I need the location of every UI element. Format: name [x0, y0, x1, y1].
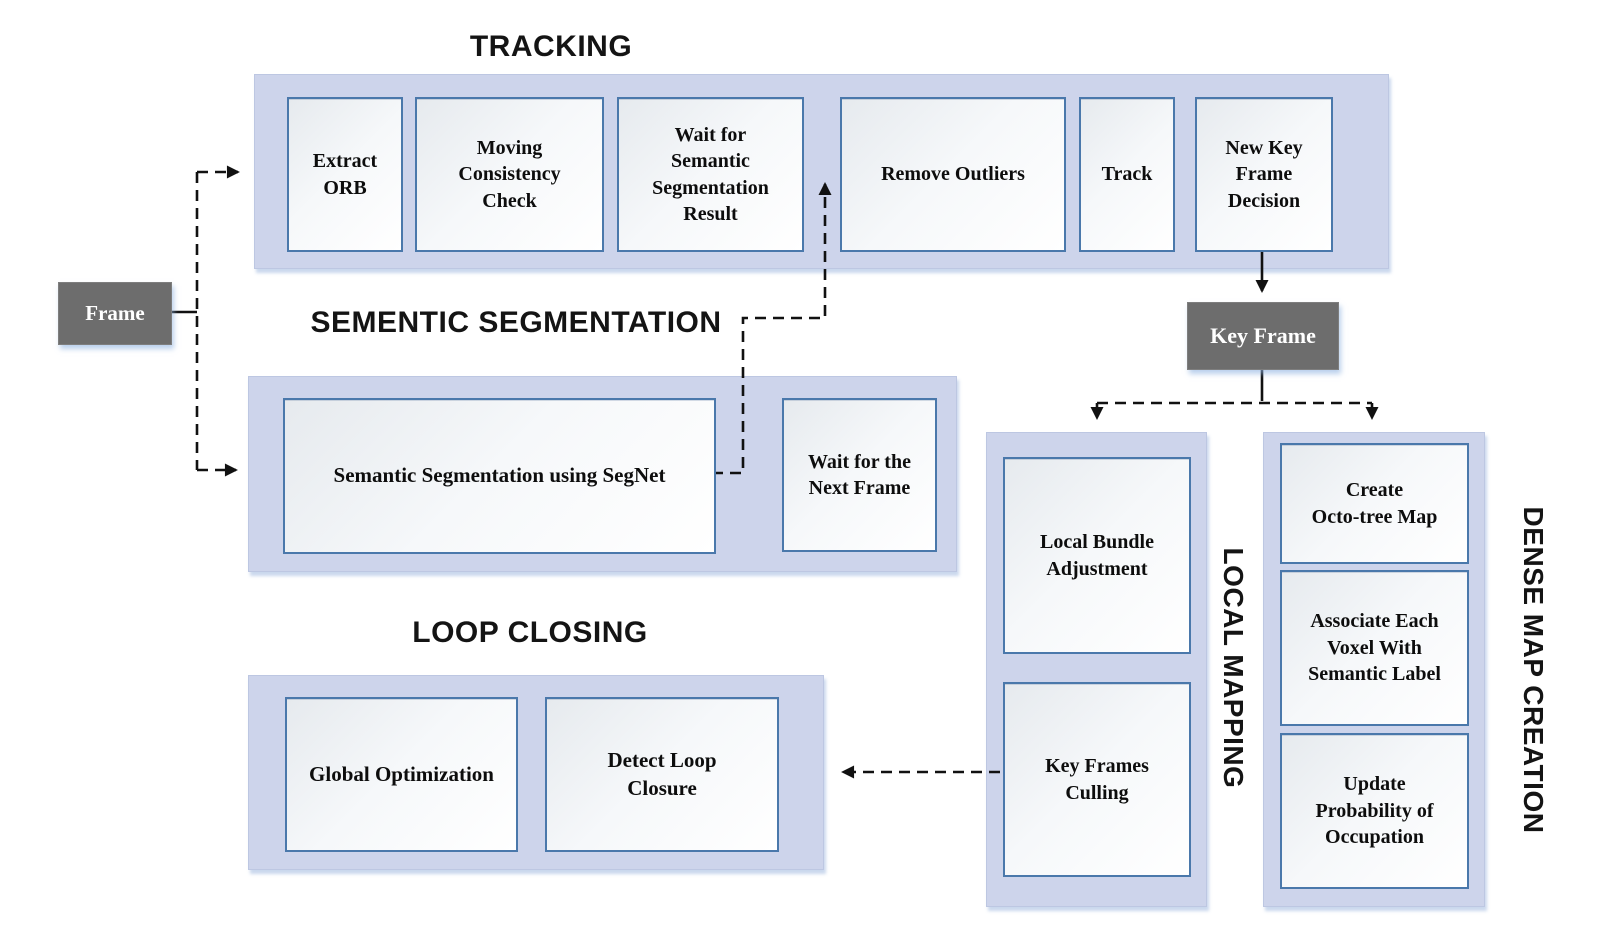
node-associate-voxel-semantic-label: Associate Each Voxel With Semantic Label	[1280, 570, 1469, 726]
node-detect-loop-closure: Detect Loop Closure	[545, 697, 779, 852]
node-remove-outliers: Remove Outliers	[840, 97, 1066, 252]
node-global-optimization: Global Optimization	[285, 697, 518, 852]
local-mapping-section-title: LOCAL MAPPING	[1218, 547, 1249, 789]
loop-closing-section-title: LOOP CLOSING	[412, 616, 648, 649]
node-semantic-segmentation-segnet: Semantic Segmentation using SegNet	[283, 398, 716, 554]
node-new-key-frame-decision: New Key Frame Decision	[1195, 97, 1333, 252]
node-wait-semantic-segmentation-result: Wait for Semantic Segmentation Result	[617, 97, 804, 252]
tracking-section-title: TRACKING	[469, 30, 633, 63]
node-create-octo-tree-map: Create Octo-tree Map	[1280, 443, 1469, 564]
node-frame: Frame	[58, 282, 172, 345]
node-moving-consistency-check: Moving Consistency Check	[415, 97, 604, 252]
node-local-bundle-adjustment: Local Bundle Adjustment	[1003, 457, 1191, 654]
node-key-frames-culling: Key Frames Culling	[1003, 682, 1191, 877]
node-update-probability-occupation: Update Probability of Occupation	[1280, 733, 1469, 889]
node-wait-for-next-frame: Wait for the Next Frame	[782, 398, 937, 552]
node-extract-orb: Extract ORB	[287, 97, 403, 252]
node-track: Track	[1079, 97, 1175, 252]
semantic-segmentation-section-title: SEMENTIC SEGMENTATION	[310, 306, 722, 339]
dense-map-creation-section-title: DENSE MAP CREATION	[1518, 506, 1549, 834]
node-key-frame: Key Frame	[1187, 302, 1339, 370]
